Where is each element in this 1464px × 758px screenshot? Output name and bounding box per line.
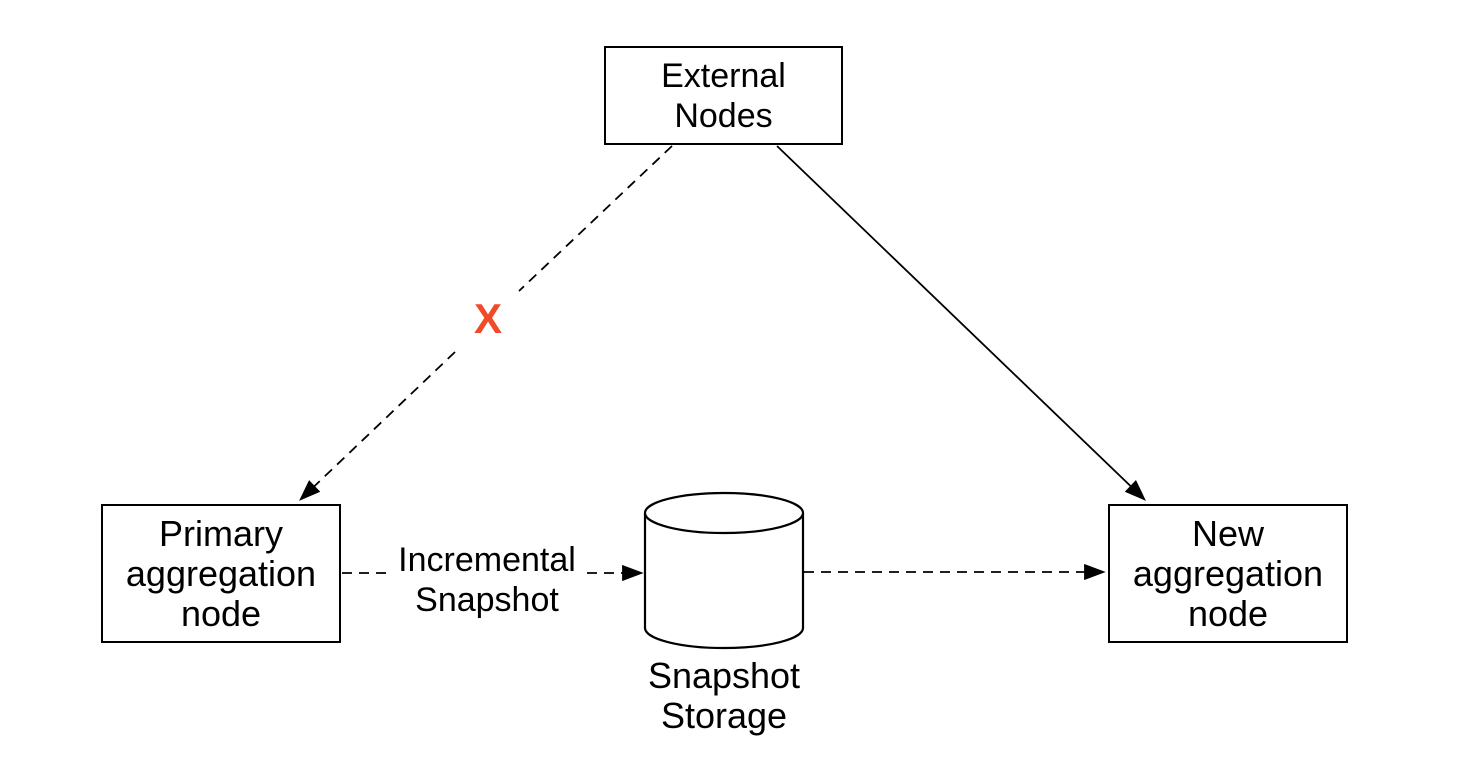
node-new-aggregation: New aggregation node	[1108, 504, 1348, 643]
edge-external-to-primary	[299, 145, 673, 501]
broken-connection-x-marker: X	[473, 295, 502, 342]
edge-external-to-new	[776, 145, 1146, 501]
node-external-nodes: External Nodes	[604, 46, 843, 145]
storage-cylinder-top	[643, 491, 805, 535]
incremental-snapshot-edge-label: Incremental Snapshot	[398, 541, 576, 619]
node-primary-aggregation: Primary aggregation node	[101, 504, 341, 643]
primary-aggregation-label: Primary aggregation node	[125, 512, 317, 634]
storage-cylinder	[643, 491, 805, 650]
new-aggregation-label: New aggregation node	[1132, 512, 1324, 634]
snapshot-storage-label: Snapshot Storage	[647, 655, 801, 736]
external-nodes-label: External Nodes	[661, 56, 786, 135]
